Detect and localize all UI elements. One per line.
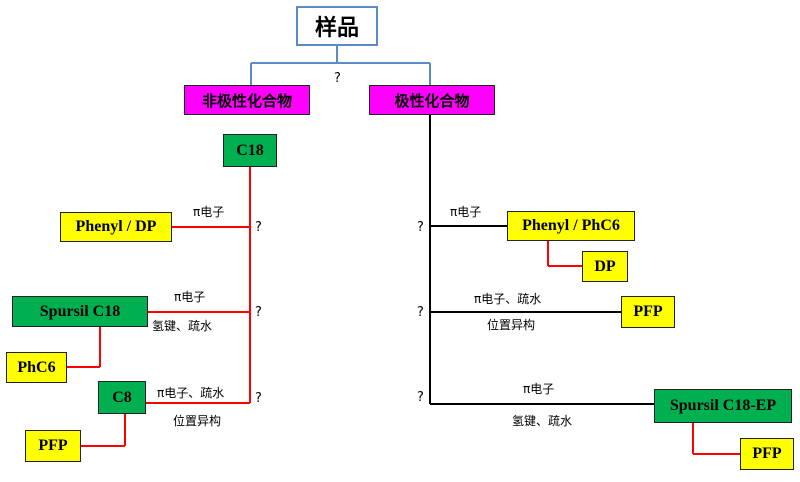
left-q1-label: π电子	[193, 205, 225, 219]
node-phenyl-phc6: Phenyl / PhC6	[507, 211, 635, 241]
right-tree-lines	[429, 114, 654, 405]
left-q1-question-mark: ?	[255, 220, 262, 235]
category-polar: 极性化合物	[369, 85, 495, 115]
left-q3-question-mark: ?	[255, 391, 262, 406]
node-pfp-left: PFP	[25, 430, 81, 462]
right-q1-label: π电子	[450, 205, 482, 219]
node-spursil-c18-ep: Spursil C18-EP	[654, 389, 792, 423]
left-q3-label-top: π电子、疏水	[157, 386, 225, 400]
node-c18: C18	[223, 134, 277, 167]
right-q1-question-mark: ?	[417, 220, 424, 235]
node-c8: C8	[98, 381, 146, 414]
right-q2-label-bottom: 位置异构	[487, 318, 536, 332]
node-phenyl-dp: Phenyl / DP	[60, 212, 172, 242]
right-q2-label-top: π电子、疏水	[474, 292, 542, 306]
root-connector	[250, 45, 431, 85]
node-dp: DP	[582, 251, 628, 282]
left-tree-lines	[66, 166, 740, 455]
right-q3-label-top: π电子	[523, 382, 555, 396]
left-q3-label-bottom: 位置异构	[173, 414, 222, 428]
left-q2-label-bottom: 氢键、疏水	[152, 319, 213, 333]
node-pfp-right: PFP	[621, 296, 675, 328]
right-q3-question-mark: ?	[417, 390, 424, 405]
left-q2-label-top: π电子	[174, 290, 206, 304]
top-question-mark: ?	[334, 71, 341, 86]
left-q2-question-mark: ?	[255, 305, 262, 320]
node-pfp-bottom-right: PFP	[740, 438, 794, 470]
right-q3-label-bottom: 氢键、疏水	[512, 414, 573, 428]
node-spursil-c18: Spursil C18	[12, 296, 148, 327]
right-q2-question-mark: ?	[417, 305, 424, 320]
category-nonpolar: 非极性化合物	[184, 85, 310, 115]
root-node-sample: 样品	[296, 6, 378, 46]
node-phc6: PhC6	[6, 352, 67, 383]
